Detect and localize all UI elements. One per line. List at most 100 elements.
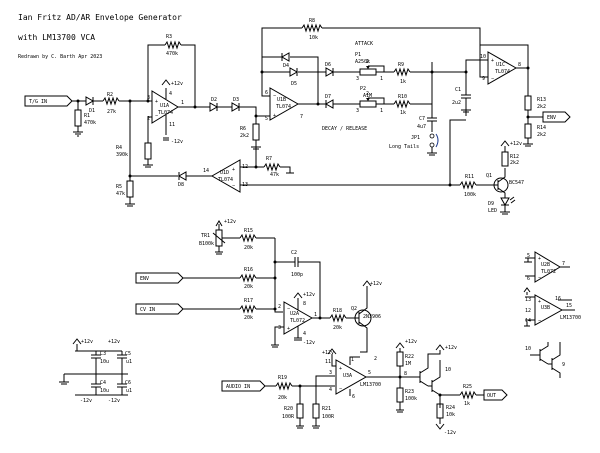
d7-diode [324, 99, 334, 109]
q2-type: 2N3906 [363, 314, 381, 320]
r9-value: 1k [400, 79, 406, 85]
r25-value: 1k [464, 401, 470, 407]
r1-resistor [74, 109, 82, 127]
r9-resistor [393, 67, 411, 77]
q1-vpos: +12v [510, 141, 522, 147]
q2-vpos: +12v [370, 281, 382, 287]
svg-text:2: 2 [366, 91, 369, 97]
r13-resistor [524, 95, 532, 111]
u1c-opamp: +− U1C TL074 10 9 8 [480, 51, 521, 85]
svg-text:7: 7 [562, 261, 565, 267]
r15-ref: R15 [244, 228, 253, 234]
svg-text:−: − [339, 386, 342, 392]
svg-text:6: 6 [265, 90, 268, 96]
r6-resistor [252, 123, 260, 141]
c2-ref: C2 [291, 250, 297, 256]
tr1-value: B100k [199, 241, 214, 247]
q2-ref: Q2 [351, 306, 357, 312]
svg-text:+: + [287, 326, 290, 332]
p2-ref: P2 [360, 86, 366, 92]
svg-text:5: 5 [368, 370, 371, 376]
svg-text:CV IN: CV IN [140, 307, 155, 313]
svg-text:TL074: TL074 [495, 69, 510, 75]
r14-value: 2k2 [537, 132, 546, 138]
r21-resistor [312, 403, 320, 419]
p1-attack-pot[interactable] [355, 65, 385, 76]
svg-text:−: − [538, 318, 541, 324]
svg-text:TL074: TL074 [276, 104, 291, 110]
d9-value: LED [488, 208, 497, 214]
r23-value: 100k [405, 396, 417, 402]
svg-text:TL074: TL074 [218, 177, 233, 183]
r23-resistor [396, 387, 404, 403]
svg-text:10: 10 [480, 54, 486, 60]
d7-ref: D7 [325, 94, 331, 100]
svg-text:−: − [491, 76, 494, 82]
u1a-opamp: +− U1A TL074 3 2 1 4 11 [147, 90, 184, 128]
svg-text:16: 16 [555, 296, 561, 302]
r17-ref: R17 [244, 298, 253, 304]
r2-ref: R2 [107, 92, 113, 98]
r3-value: 470k [166, 51, 178, 57]
d2-diode [209, 102, 219, 112]
r24-resistor [436, 403, 444, 419]
svg-text:7: 7 [300, 114, 303, 120]
jp1-ref: JP1 [411, 135, 420, 141]
d4-diode [280, 52, 290, 62]
svg-text:U1D: U1D [220, 170, 229, 176]
c4-vneg: -12v [80, 398, 92, 404]
svg-text:1: 1 [380, 76, 383, 82]
svg-text:6: 6 [352, 394, 355, 400]
c5-vpos: +12v [108, 339, 120, 345]
svg-text:LM13700: LM13700 [360, 382, 381, 388]
jp1-long-tails-jumper[interactable] [429, 133, 439, 148]
svg-text:3: 3 [356, 76, 359, 82]
svg-text:2: 2 [147, 116, 150, 122]
tr1-ref: TR1 [201, 233, 210, 239]
p2-decay-pot[interactable] [355, 97, 385, 108]
r14-ref: R14 [537, 125, 546, 131]
r22-ref: R22 [405, 354, 414, 360]
svg-text:1: 1 [351, 357, 354, 363]
d3-diode [231, 102, 241, 112]
r5-resistor [126, 180, 134, 198]
q1-ref: Q1 [486, 173, 492, 179]
r20-resistor [296, 403, 304, 419]
r3-resistor [164, 40, 182, 50]
decay-release-label: DECAY / RELEASE [322, 126, 367, 132]
r24-ref: R24 [446, 405, 455, 411]
svg-text:ENV: ENV [547, 115, 556, 121]
svg-text:+: + [538, 256, 541, 262]
svg-text:1: 1 [380, 108, 383, 114]
d5-ref: D5 [291, 81, 297, 87]
u3a-vpos: +12v [322, 350, 334, 356]
svg-text:8: 8 [518, 62, 521, 68]
r10-ref: R10 [398, 94, 407, 100]
svg-text:−: − [232, 183, 235, 189]
u3b-unused-pin-a: 10 [525, 346, 531, 352]
svg-text:8: 8 [303, 301, 306, 307]
svg-text:3: 3 [147, 95, 150, 101]
r19-resistor [275, 381, 293, 391]
c4-ref: C4 [100, 380, 106, 386]
svg-text:13: 13 [525, 297, 531, 303]
r10-resistor [393, 99, 411, 109]
c1-ref: C1 [455, 87, 461, 93]
svg-text:4: 4 [169, 91, 172, 97]
q1-transistor [493, 168, 509, 198]
title: Ian Fritz AD/AR Envelope Generator [18, 13, 182, 22]
r22-resistor [396, 351, 404, 367]
svg-text:−: − [273, 93, 276, 99]
c7-value: 4u7 [417, 124, 426, 130]
u2a-vneg: -12v [303, 340, 315, 346]
r8-resistor [301, 23, 323, 33]
r16-resistor [239, 273, 257, 283]
u3b-ota: +− U3B LM13700 13 14 16 15 12 [525, 294, 581, 326]
r7-value: 47k [270, 172, 279, 178]
svg-text:ENV: ENV [140, 276, 149, 282]
svg-text:AUDIO IN: AUDIO IN [226, 384, 250, 390]
svg-text:U3B: U3B [541, 305, 550, 311]
c3-value: 10u [100, 359, 109, 365]
svg-text:OUT: OUT [487, 393, 496, 399]
